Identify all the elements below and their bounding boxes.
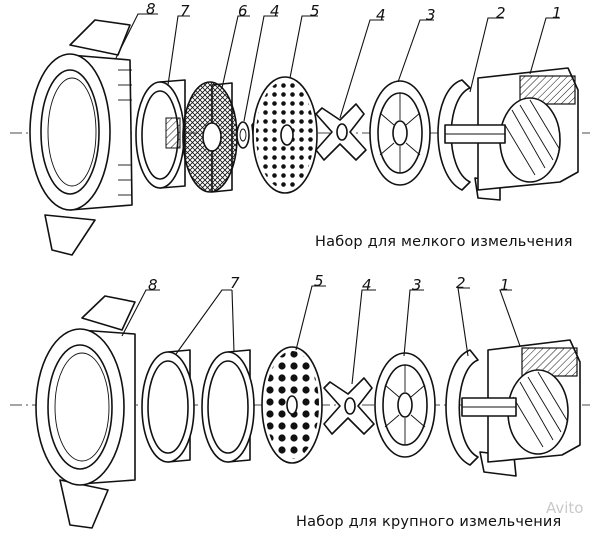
bottom-part-5-coarse-plate [261, 346, 323, 464]
top-part-4-washer-left [236, 121, 250, 149]
bottom-leader-lines [121, 285, 521, 385]
bottom-label-4: 4 [362, 276, 372, 294]
top-label-2: 2 [496, 4, 506, 22]
bottom-assembly [10, 285, 590, 529]
bottom-part-7-spacer-rings [141, 349, 255, 463]
top-assembly [10, 13, 590, 256]
top-label-4a: 4 [270, 2, 280, 20]
top-part-8-ring-nut [29, 19, 133, 256]
bottom-label-1: 1 [500, 276, 510, 294]
top-part-7-spacer-ring [135, 79, 186, 189]
top-caption: Набор для мелкого измельчения [315, 234, 573, 250]
bottom-label-3: 3 [412, 276, 422, 294]
bottom-label-8: 8 [148, 276, 158, 294]
top-label-3: 3 [426, 6, 436, 24]
top-label-6: 6 [238, 2, 248, 20]
bottom-label-5: 5 [314, 272, 324, 290]
top-part-3-spoked-disc [369, 80, 431, 186]
top-leader-lines [115, 13, 560, 122]
top-label-5: 5 [310, 2, 320, 20]
top-part-6-mesh-disc [182, 81, 238, 193]
top-label-4b: 4 [376, 6, 386, 24]
top-label-1: 1 [552, 4, 562, 22]
bottom-caption: Набор для крупного измельчения [296, 514, 561, 530]
bottom-part-4-cross-knife [323, 377, 375, 435]
bottom-label-2: 2 [456, 274, 466, 292]
top-label-8: 8 [146, 0, 156, 18]
top-part-1-housing [444, 67, 579, 191]
watermark: Avito [546, 499, 584, 517]
bottom-part-3-spoked-disc [374, 352, 436, 458]
top-part-5-fine-plate [251, 76, 318, 194]
top-label-7: 7 [180, 2, 190, 20]
bottom-part-8-ring-nut [35, 295, 136, 529]
top-part-4-cross-knife [315, 103, 367, 161]
bottom-part-1-housing [461, 339, 581, 463]
bottom-label-7: 7 [230, 274, 240, 292]
